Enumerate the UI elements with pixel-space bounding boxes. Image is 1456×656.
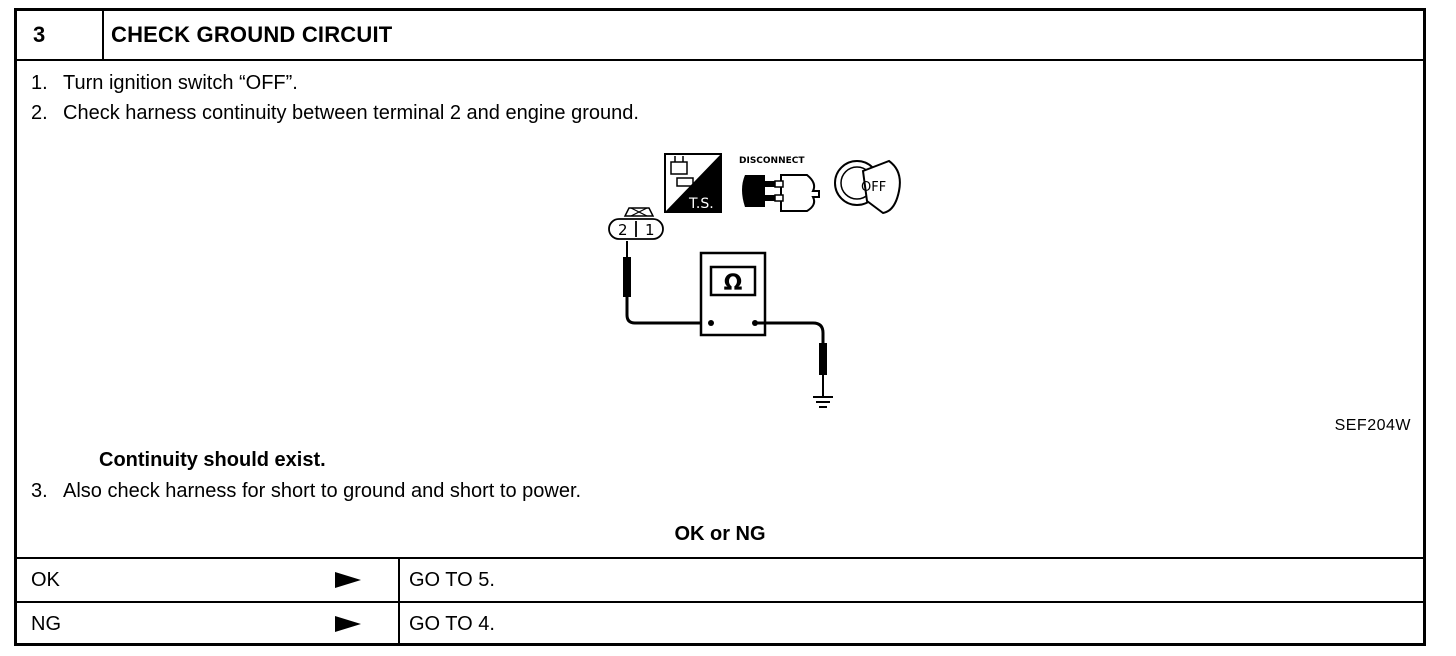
step-1-text: Turn ignition switch “OFF”. bbox=[63, 72, 298, 94]
ohmmeter: Ω bbox=[699, 251, 767, 337]
result-ng-label: NG bbox=[31, 613, 61, 635]
disconnect-label: DISCONNECT bbox=[739, 156, 805, 166]
disconnect-connector-icon: DISCONNECT bbox=[739, 156, 820, 212]
result-heading: OK or NG bbox=[674, 523, 766, 545]
step-3-number: 3. bbox=[31, 480, 48, 502]
terminal-side-icon: T.S. bbox=[664, 153, 722, 213]
ohm-symbol: Ω bbox=[724, 271, 743, 296]
step-title: CHECK GROUND CIRCUIT bbox=[111, 22, 393, 47]
arrow-right-icon bbox=[335, 572, 361, 588]
harness-connector: 2 1 bbox=[608, 207, 664, 240]
ts-label: T.S. bbox=[688, 196, 714, 212]
step-header: 3 CHECK GROUND CIRCUIT bbox=[17, 11, 1423, 61]
result-ng-action: GO TO 4. bbox=[409, 613, 495, 635]
left-test-probe bbox=[623, 241, 711, 325]
result-ok-action: GO TO 5. bbox=[409, 569, 495, 591]
instruction-step-1: 1. Turn ignition switch “OFF”. bbox=[31, 71, 298, 95]
step-1-number: 1. bbox=[31, 72, 48, 94]
diagnostic-procedure-sheet: 3 CHECK GROUND CIRCUIT 1. Turn ignition s… bbox=[14, 8, 1426, 646]
continuity-test-diagram: T.S. DISCONNECT OFF 2 1 bbox=[608, 153, 901, 408]
ignition-key-off-icon: OFF bbox=[834, 159, 901, 215]
figure-code: SEF204W bbox=[1334, 417, 1411, 434]
column-divider bbox=[398, 559, 400, 601]
column-divider bbox=[398, 603, 400, 645]
instruction-step-3: 3. Also check harness for short to ground… bbox=[31, 479, 581, 503]
continuity-condition: Continuity should exist. bbox=[99, 449, 326, 471]
instruction-step-2: 2. Check harness continuity between termi… bbox=[31, 101, 639, 125]
result-row-ng: NG GO TO 4. bbox=[17, 601, 1423, 645]
off-label: OFF bbox=[861, 180, 886, 195]
arrow-right-icon bbox=[335, 616, 361, 632]
step-3-text: Also check harness for short to ground a… bbox=[63, 480, 582, 502]
terminal-2-label: 2 bbox=[618, 221, 628, 239]
step-2-number: 2. bbox=[31, 102, 48, 124]
result-ok-label: OK bbox=[31, 569, 60, 591]
step-number: 3 bbox=[17, 11, 104, 59]
right-test-probe bbox=[755, 321, 827, 397]
result-row-ok: OK GO TO 5. bbox=[17, 557, 1423, 601]
terminal-1-label: 1 bbox=[645, 221, 655, 239]
step-2-text: Check harness continuity between termina… bbox=[63, 102, 639, 124]
ground-icon bbox=[813, 396, 833, 408]
